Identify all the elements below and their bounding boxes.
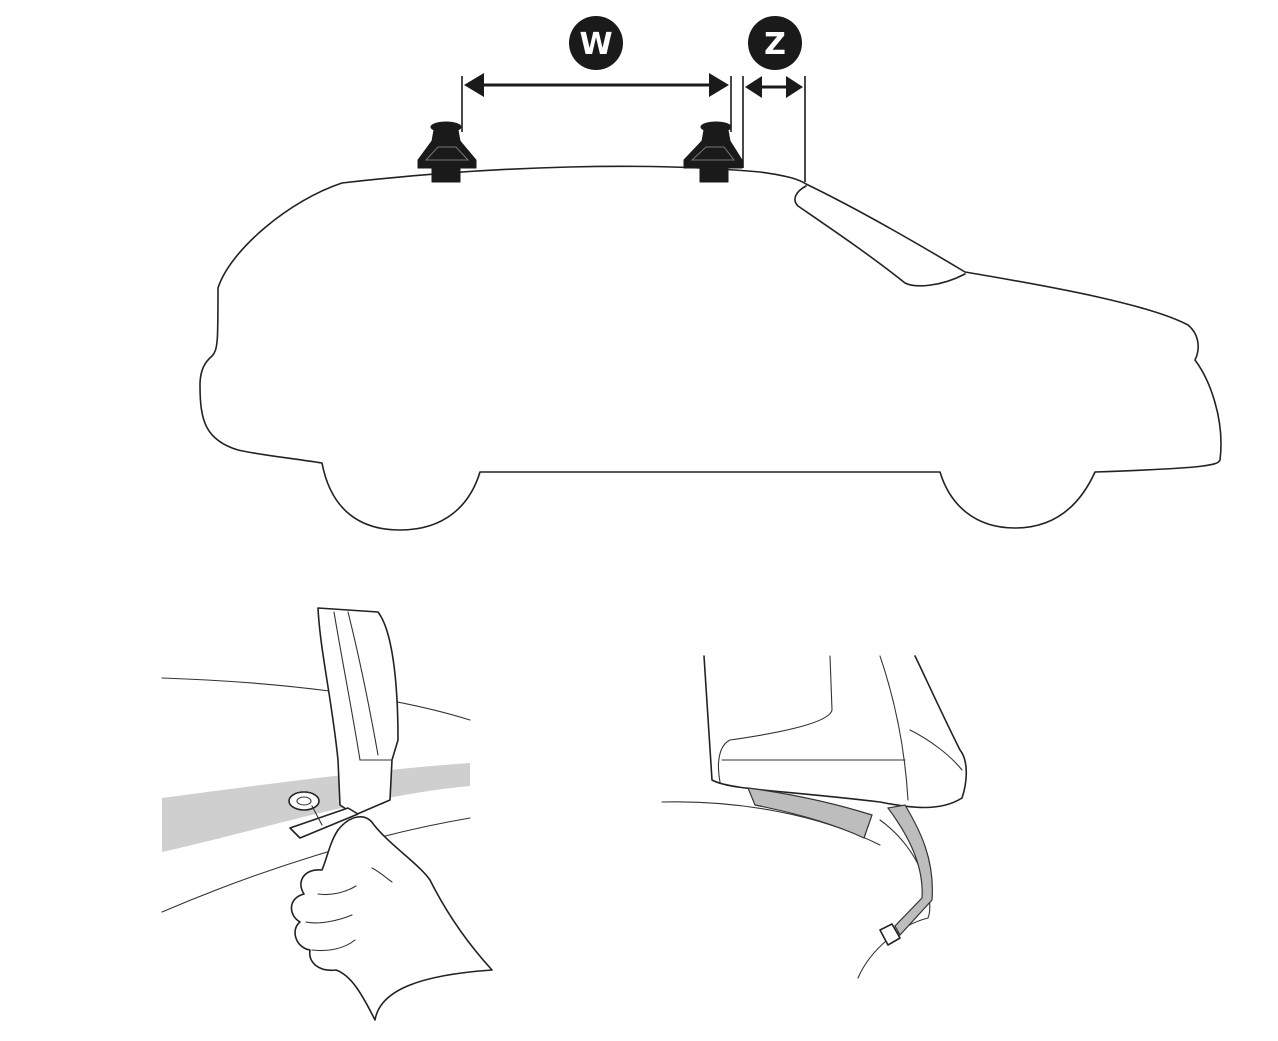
dimension-w-badge: W (569, 16, 623, 70)
car-rear-window (794, 185, 966, 287)
dimension-w: W (461, 16, 732, 132)
car-body-outline (199, 165, 1222, 531)
front-rack-foot (417, 121, 477, 183)
foot-body (703, 655, 968, 809)
roof-curve-upper (161, 677, 471, 721)
rear-rack-foot (683, 121, 743, 183)
dimension-w-label: W (579, 27, 612, 62)
foot-bracket-arm (886, 804, 933, 937)
foot-clamp-plate (289, 807, 359, 839)
roof-curve-lower (161, 817, 471, 913)
dimension-z-badge: Z (748, 16, 802, 70)
foot-arm (317, 607, 399, 816)
bracket-hook (879, 923, 901, 946)
detail-hand-installing-foot (161, 607, 493, 1021)
foot-rubber-pad (747, 787, 873, 839)
door-window-line (857, 819, 931, 979)
screw-washer (288, 791, 320, 811)
dimension-z-label: Z (764, 27, 786, 62)
door-seal-band (162, 763, 470, 852)
car-side-view (199, 165, 1222, 531)
dimension-z: Z (742, 16, 806, 182)
hand (290, 816, 493, 1021)
detail-foot-on-door-frame (661, 655, 968, 979)
